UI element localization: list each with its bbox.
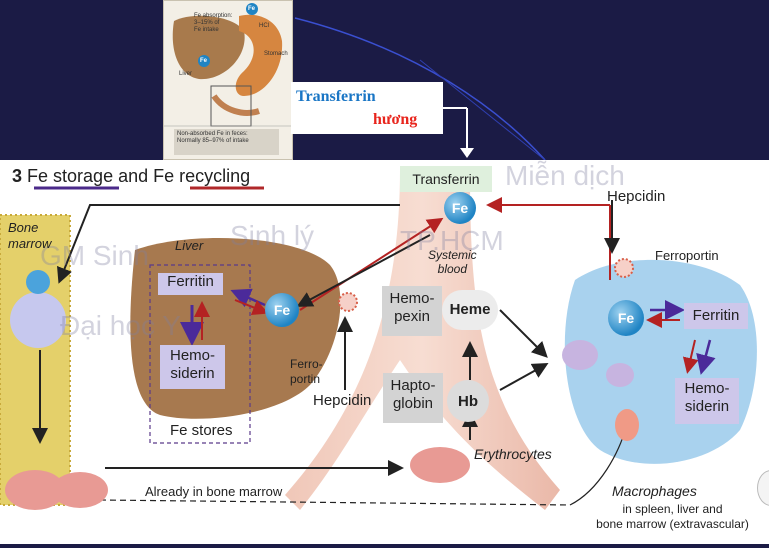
watermark-5: TP.HCM <box>400 225 504 256</box>
figure-title-storage: Fe storage <box>27 166 114 186</box>
liver-label: Liver <box>175 238 204 253</box>
watermark-3: Miễn dịch <box>505 160 625 191</box>
figure-title-num: 3 <box>12 166 23 186</box>
fe-transferrin: Fe <box>444 192 476 224</box>
fe-stores-label: Fe stores <box>170 422 233 439</box>
hemopexin-box: Hemo-pexin <box>382 286 442 336</box>
hepcidin-right-label: Hepcidin <box>607 188 666 205</box>
hepcidin-liver-label: Hepcidin <box>313 392 372 409</box>
hb-label: Hb <box>447 380 489 422</box>
ferroportin-marker-liver <box>338 292 358 312</box>
bone-marrow-strip <box>0 215 70 505</box>
slide-background <box>0 0 769 160</box>
ferroportin-liver-label: Ferro-portin <box>290 357 323 386</box>
slide-bottom-strip <box>0 544 769 548</box>
ferritin-box-liver: Ferritin <box>158 273 223 295</box>
watermark-2: Sinh lý <box>230 220 315 251</box>
overlay-huong: hương <box>373 111 418 128</box>
fe-liver: Fe <box>265 293 299 327</box>
inset-fe-top: Fe <box>248 6 256 12</box>
hemosiderin-box-macrophage: Hemo-siderin <box>675 378 739 424</box>
heme-label: Heme <box>442 290 498 330</box>
vessel-erythrocyte <box>410 447 470 483</box>
haptoglobin-box: Hapto-globin <box>383 373 443 423</box>
ferroportin-right-label: Ferroportin <box>655 248 719 263</box>
inset-hcl: HCl <box>259 23 269 29</box>
watermark-1: GM Sinh <box>40 240 149 271</box>
figure-title-recycling: recycling <box>179 166 251 186</box>
macrophages-label: Macrophages <box>612 483 697 499</box>
overlay-label-box <box>291 82 443 134</box>
hemosiderin-box-liver: Hemo-siderin <box>160 345 225 389</box>
marrow-cell <box>10 292 66 348</box>
figure-panel: GM Sinh Sinh lý Miễn dịch Đại học Y TP.H… <box>0 160 769 544</box>
slide-decor-lines <box>294 17 546 160</box>
figure-title: 3 Fe storage and Fe recycling <box>12 166 250 187</box>
inset-liver: Liver <box>179 71 193 77</box>
erythrocytes-label: Erythrocytes <box>474 446 552 462</box>
inset-nonabsorbed-text: Non-absorbed Fe in feces: Normally 85–97… <box>177 131 249 144</box>
transferrin-label: Transferrin <box>400 166 492 192</box>
ferroportin-marker-macrophage <box>614 258 634 278</box>
inset-absorption-text: Fe absorption: 3–15% of Fe intake <box>194 13 233 33</box>
figure-title-and: and Fe <box>118 166 175 186</box>
ferritin-box-macrophage: Ferritin <box>684 303 748 329</box>
already-bone-marrow-label: Already in bone marrow <box>145 484 283 499</box>
inset-absorption-figure: Fe absorption: 3–15% of Fe intake Fe Fe … <box>163 0 293 160</box>
inset-fe-liver: Fe <box>200 58 208 64</box>
fe-macrophage: Fe <box>608 300 644 336</box>
fe-stores-box <box>149 264 251 444</box>
inset-illustration <box>164 3 292 155</box>
blood-vessel <box>285 170 560 510</box>
marrow-erythrocyte <box>5 470 65 510</box>
overlay-transferrin: Transferrin <box>296 88 376 105</box>
inset-stomach: Stomach <box>264 51 288 57</box>
watermark-4: Đại học Y <box>60 310 181 341</box>
